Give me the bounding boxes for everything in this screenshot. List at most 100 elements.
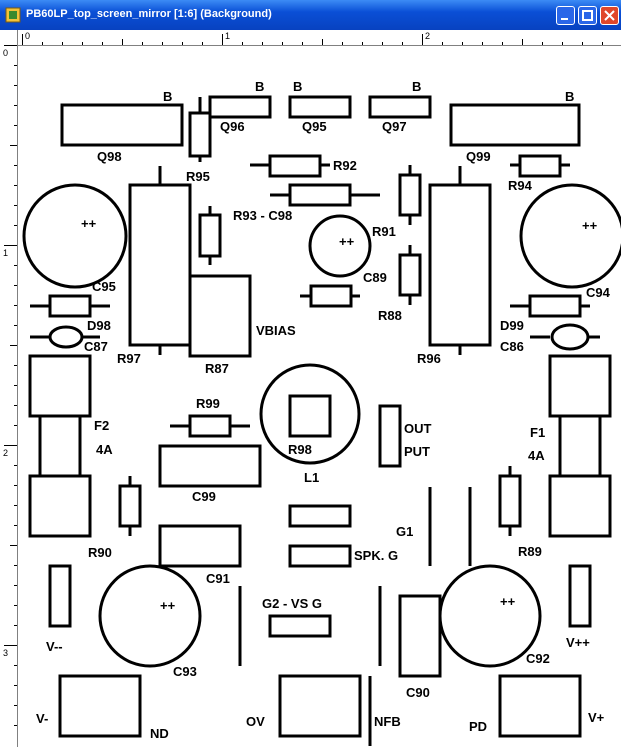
- horizontal-ruler: 0 1 2: [17, 30, 621, 46]
- nd-connector-body: [58, 674, 142, 738]
- label-l1: L1: [304, 470, 319, 485]
- r96-body: [428, 183, 492, 347]
- label-v-plus-plus: V++: [566, 635, 590, 650]
- pd-connector-body: [498, 674, 582, 738]
- vruler-label-0: 0: [3, 48, 8, 58]
- r-small-body: [198, 213, 222, 258]
- vruler-label-3: 3: [3, 648, 8, 658]
- label-c89: C89: [363, 270, 387, 285]
- label-plus-bottom-left: ++: [160, 598, 176, 613]
- c95-body: [22, 183, 128, 289]
- r87-body: [188, 274, 252, 358]
- f1-bottom-body: [548, 474, 612, 538]
- q97-body: [368, 95, 432, 119]
- vertical-ruler: 0 1 2 3: [0, 30, 18, 747]
- label-r97: R97: [117, 351, 141, 366]
- label-v-plus: V+: [588, 710, 605, 725]
- c91-body: [158, 524, 242, 568]
- vruler-label-2: 2: [3, 448, 8, 458]
- c87-body: [48, 325, 84, 349]
- g2-vs-g-body: [268, 614, 332, 638]
- label-c99: C99: [192, 489, 216, 504]
- label-c92: C92: [526, 651, 550, 666]
- window-title: PB60LP_top_screen_mirror [1:6] (Backgrou…: [26, 8, 272, 20]
- label-r91: R91: [372, 224, 396, 239]
- label-r95: R95: [186, 169, 210, 184]
- c89-body: [309, 284, 353, 308]
- output-body: [378, 404, 402, 468]
- label-plus-left: ++: [81, 216, 97, 231]
- l1-body: [259, 363, 361, 465]
- c86-body: [550, 323, 590, 351]
- label-r99: R99: [196, 396, 220, 411]
- mid-cap-body: [308, 214, 372, 278]
- q99-body: [449, 103, 581, 147]
- label-q97: Q97: [382, 119, 407, 134]
- q96-body: [208, 95, 272, 119]
- c93-body: [98, 564, 202, 668]
- label-plus-mid: ++: [339, 234, 355, 249]
- minimize-button[interactable]: [556, 6, 575, 25]
- label-q95: Q95: [302, 119, 327, 134]
- r89-body: [498, 474, 522, 528]
- label-b5: B: [565, 89, 574, 104]
- label-c94: C94: [586, 285, 611, 300]
- r92-body: [268, 154, 322, 178]
- c90-body: [398, 594, 442, 678]
- minimize-icon: [561, 18, 568, 20]
- r90-body: [118, 484, 142, 528]
- label-out: OUT: [404, 421, 432, 436]
- label-f2: F2: [94, 418, 109, 433]
- f1-top-body: [548, 354, 612, 418]
- pcb-canvas[interactable]: B B B B B Q96 Q95 Q97 Q98 Q99 R95 R92 R9…: [18, 46, 621, 747]
- c99-body: [158, 444, 262, 488]
- label-f1: F1: [530, 425, 545, 440]
- v-minus-minus-body: [48, 564, 72, 628]
- close-button[interactable]: [600, 6, 619, 25]
- label-r96: R96: [417, 351, 441, 366]
- r94-body: [518, 154, 562, 178]
- label-plus-right: ++: [582, 218, 598, 233]
- label-b2: B: [255, 79, 264, 94]
- label-d99: D99: [500, 318, 524, 333]
- hruler-label-1: 1: [225, 31, 230, 41]
- hruler-label-2: 2: [425, 31, 430, 41]
- c94-body: [519, 183, 621, 289]
- label-nfb: NFB: [374, 714, 401, 729]
- r98-body: [288, 394, 332, 438]
- label-r94: R94: [508, 178, 533, 193]
- label-r92: R92: [333, 158, 357, 173]
- g1-body: [288, 504, 352, 528]
- d99-body: [528, 294, 582, 318]
- maximize-button[interactable]: [578, 6, 597, 25]
- label-put: PUT: [404, 444, 430, 459]
- label-c86: C86: [500, 339, 524, 354]
- label-spk-g: SPK. G: [354, 548, 398, 563]
- v-plus-plus-body: [568, 564, 592, 628]
- label-ov: OV: [246, 714, 265, 729]
- label-pd: PD: [469, 719, 487, 734]
- label-d98: D98: [87, 318, 111, 333]
- hruler-label-0: 0: [25, 31, 30, 41]
- close-icon: [604, 10, 615, 21]
- label-b4: B: [412, 79, 421, 94]
- maximize-icon: [582, 10, 593, 21]
- label-r93-c98: R93 - C98: [233, 208, 292, 223]
- c92-body: [438, 564, 542, 668]
- label-nd: ND: [150, 726, 169, 741]
- q98-body: [60, 103, 184, 147]
- label-c91: C91: [206, 571, 230, 586]
- label-plus-bottom-right: ++: [500, 594, 516, 609]
- label-c87: C87: [84, 339, 108, 354]
- d98-body: [48, 294, 92, 318]
- label-r87: R87: [205, 361, 229, 376]
- label-r90: R90: [88, 545, 112, 560]
- label-b1: B: [163, 89, 172, 104]
- vruler-label-1: 1: [3, 248, 8, 258]
- title-bar[interactable]: PB60LP_top_screen_mirror [1:6] (Backgrou…: [0, 0, 621, 30]
- q95-body: [288, 95, 352, 119]
- label-c95: C95: [92, 279, 116, 294]
- label-g1: G1: [396, 524, 413, 539]
- label-q96: Q96: [220, 119, 245, 134]
